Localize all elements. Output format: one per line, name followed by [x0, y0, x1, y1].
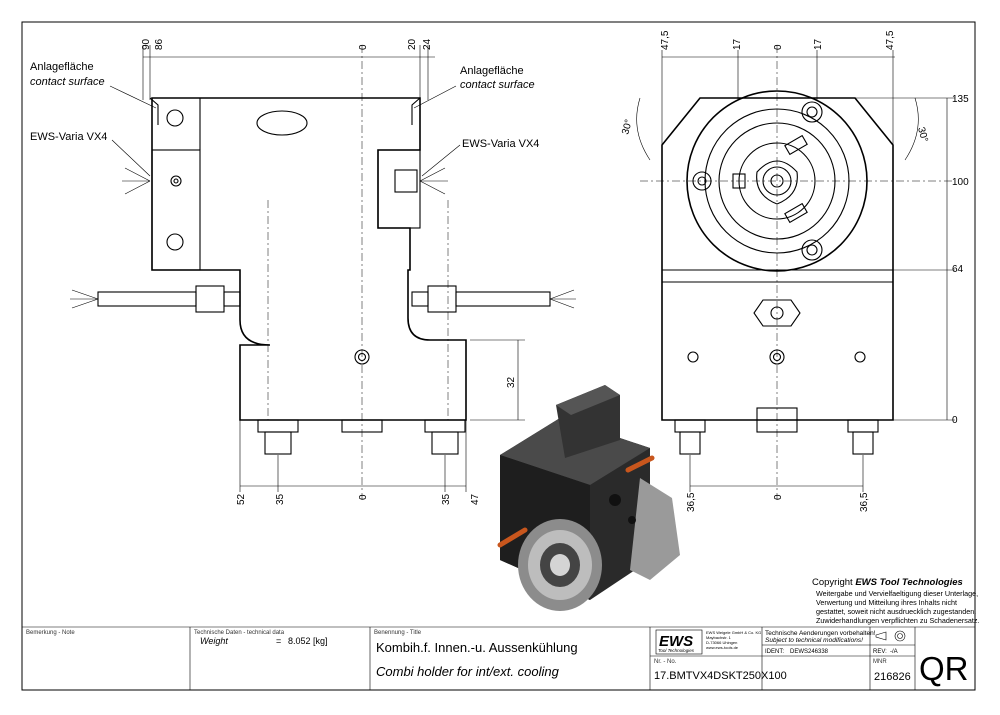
front-view: 47,5 17 0 17 47,5: [620, 30, 969, 512]
tech-data-label: Technische Daten - technical data: [194, 630, 285, 636]
ews-logo: EWS: [659, 633, 693, 650]
front-dim-bottom-36-5-right: 36,5: [859, 492, 870, 512]
company-line-1: EWS Weigele GmbH & Co. KG: [706, 630, 761, 635]
front-dim-top-17-right: 17: [813, 38, 824, 50]
company-line-4: www.ews-tools.de: [706, 645, 739, 650]
copyright-note: Copyright EWS Tool Technologies Weiterga…: [812, 577, 979, 625]
changes-german: Technische Aenderungen vorbehalten!: [765, 630, 876, 637]
front-dim-bottom-36-5-left: 36,5: [686, 492, 697, 512]
side-dim-top-20: 20: [407, 38, 418, 50]
side-dim-top-0: 0: [358, 44, 369, 50]
side-dim-height-32: 32: [506, 376, 517, 388]
number-label: Nr. - No.: [654, 659, 677, 665]
company-line-2: Maybachstr. 1: [706, 635, 732, 640]
rev-value: -/A: [890, 649, 898, 655]
copyright-line-1: Weitergabe und Vervielfaeltigung dieser …: [816, 589, 978, 598]
ews-logo-subtitle: Tool Technologies: [658, 648, 695, 653]
weight-value: 8.052 [kg]: [288, 636, 328, 646]
front-dim-right-135: 135: [952, 94, 969, 105]
qr-marker: QR: [919, 650, 969, 687]
weight-equals: =: [276, 636, 281, 646]
projection-symbol-icon: [875, 630, 906, 642]
sheet-border: [21, 21, 976, 691]
copyright-line-2: Verwertung und Mitteilung ihres Inhalts …: [816, 598, 957, 607]
mnr-label: MNR: [873, 659, 887, 665]
side-dim-top-90: 90: [141, 38, 152, 50]
front-dim-top-47-5-left: 47,5: [660, 30, 671, 50]
rev-label: REV:: [873, 649, 887, 655]
contact-surface-left-de: Anlagefläche: [30, 61, 94, 73]
contact-surface-right-de: Anlagefläche: [460, 65, 524, 77]
front-angle-right: 30°: [915, 126, 930, 143]
copyright-prefix: Copyright: [812, 577, 855, 588]
side-dim-top-86: 86: [154, 38, 165, 50]
changes-english: Subject to technical modifications!: [765, 637, 863, 644]
title-label: Benennung - Title: [374, 630, 422, 636]
ews-varia-left-label: EWS-Varia VX4: [30, 131, 107, 143]
title-english: Combi holder for int/ext. cooling: [376, 664, 560, 679]
title-german: Kombih.f. Innen.-u. Aussenkühlung: [376, 640, 578, 655]
side-dim-bottom-35-right: 35: [441, 493, 452, 505]
front-dim-bottom-0: 0: [773, 494, 784, 500]
front-dim-top-17-left: 17: [732, 38, 743, 50]
mnr-value: 216826: [874, 671, 911, 683]
side-dim-bottom-35-left: 35: [275, 493, 286, 505]
copyright-line-3: gestattet, soweit nicht ausdruecklich zu…: [816, 607, 976, 616]
ident-label: IDENT:: [765, 649, 784, 655]
product-3d-render: [497, 385, 680, 611]
company-line-3: D-73066 Uhingen: [706, 640, 737, 645]
side-dim-bottom-47: 47: [470, 493, 481, 505]
side-dim-bottom-52: 52: [236, 493, 247, 505]
front-dim-right-0: 0: [952, 415, 958, 426]
contact-surface-left-en: contact surface: [30, 76, 105, 88]
weight-label: Weight: [200, 636, 228, 646]
front-dim-top-0: 0: [773, 44, 784, 50]
contact-surface-right-en: contact surface: [460, 79, 535, 91]
copyright-brand: EWS Tool Technologies: [855, 577, 963, 588]
front-dim-right-100: 100: [952, 177, 969, 188]
remark-label: Bemerkung - Note: [26, 630, 75, 636]
side-dim-bottom-0: 0: [358, 494, 369, 500]
ews-varia-right-label: EWS-Varia VX4: [462, 138, 539, 150]
copyright-line-4: Zuwiderhandlungen verpflichten zu Schade…: [816, 616, 979, 625]
side-dim-top-24: 24: [422, 38, 433, 50]
front-dim-top-47-5-right: 47,5: [885, 30, 896, 50]
side-view: 90 86 0 20 24: [30, 38, 576, 505]
svg-text:Copyright EWS Tool Technologie: Copyright EWS Tool Technologies: [812, 577, 963, 588]
title-block: Bemerkung - Note Technische Daten - tech…: [22, 626, 975, 690]
front-dim-right-64: 64: [952, 264, 964, 275]
front-angle-left: 30°: [620, 118, 635, 135]
drawing-number: 17.BMTVX4DSKT250X100: [654, 670, 787, 682]
ident-value: DEWS246338: [790, 649, 829, 655]
